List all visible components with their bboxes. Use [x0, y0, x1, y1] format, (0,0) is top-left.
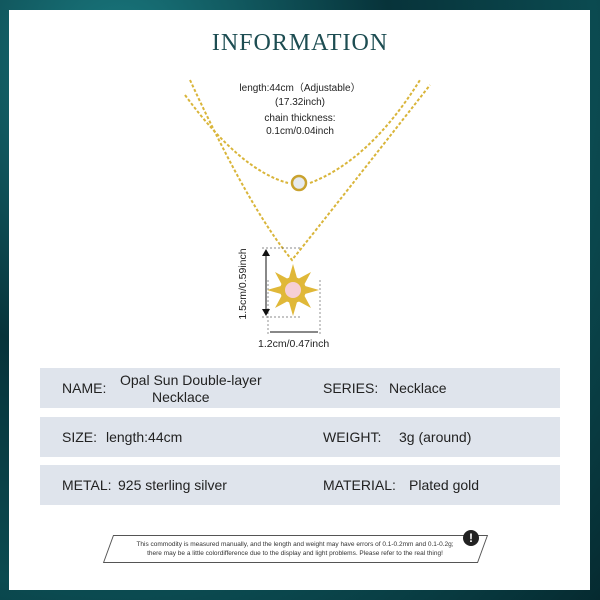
- series-label: SERIES:: [323, 380, 379, 396]
- info-row-size: SIZE: length:44cm WEIGHT: 3g (around): [40, 417, 560, 457]
- metal-value: 925 sterling silver: [118, 477, 227, 493]
- length-inch-spec: (17.32inch): [274, 97, 326, 108]
- length-spec: length:44cm（Adjustable）: [239, 83, 361, 94]
- series-value: Necklace: [389, 380, 447, 396]
- size-label: SIZE:: [62, 429, 98, 445]
- size-value: length:44cm: [106, 429, 183, 445]
- thickness-spec: 0.1cm/0.04inch: [266, 126, 334, 137]
- thickness-label: chain thickness:: [264, 113, 336, 124]
- info-row-metal: METAL: 925 sterling silver MATERIAL: Pla…: [40, 465, 560, 505]
- name-label: NAME:: [62, 380, 107, 396]
- material-label: MATERIAL:: [323, 477, 396, 493]
- crystal-charm: [290, 174, 308, 192]
- name-value-line2: Necklace: [152, 389, 210, 405]
- lower-chain: [189, 79, 431, 262]
- disclaimer-line1: This commodity is measured manually, and…: [136, 541, 454, 548]
- material-value: Plated gold: [409, 477, 480, 493]
- sun-pendant: [267, 264, 319, 316]
- pendant-height: 1.5cm/0.59inch: [237, 248, 249, 320]
- disclaimer-line2: there may be a little colordifference du…: [147, 550, 443, 557]
- name-value: Opal Sun Double-layer: [120, 372, 262, 388]
- disclaimer-text: This commodity is measured manually, and…: [110, 540, 480, 558]
- weight-value: 3g (around): [399, 429, 472, 445]
- upper-chain: [184, 79, 421, 184]
- info-row-name: NAME: Opal Sun Double-layer Necklace SER…: [40, 368, 560, 408]
- page-title: INFORMATION: [211, 30, 389, 56]
- exclamation-icon: !: [463, 530, 479, 546]
- pendant-width: 1.2cm/0.47inch: [258, 338, 330, 350]
- metal-label: METAL:: [62, 477, 112, 493]
- weight-label: WEIGHT:: [323, 429, 382, 445]
